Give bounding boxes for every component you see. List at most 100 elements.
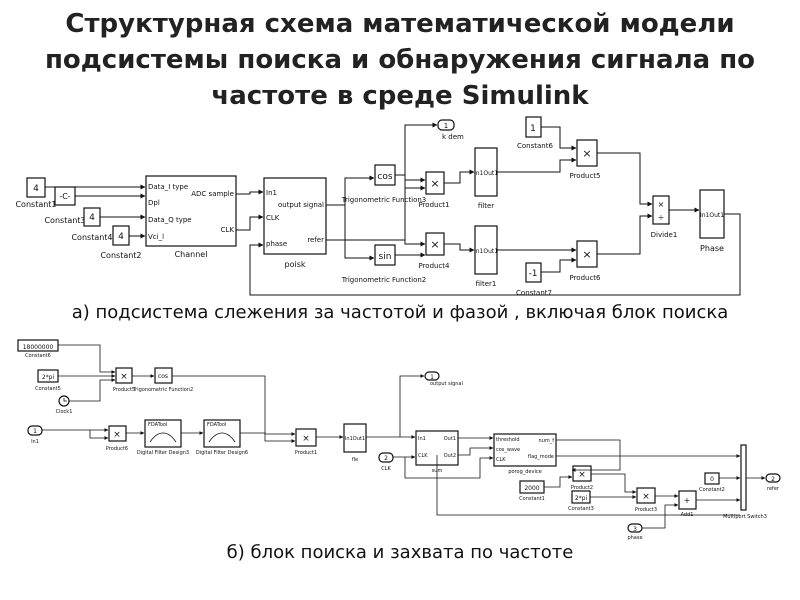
b-constant2-value: 0	[710, 476, 714, 483]
b-outsig-outport[interactable]: 1 output signal	[424, 371, 463, 387]
a-constant3-label: Constant3	[44, 216, 85, 225]
a-filter1[interactable]: In1Out1 filter1	[474, 225, 498, 288]
a-filter1-label: filter1	[476, 280, 497, 288]
b-clk-label: CLK	[381, 466, 391, 472]
a-channel-port: CLK	[221, 226, 235, 234]
b-add1[interactable]: + Add1	[678, 490, 697, 518]
a-product6-sign: ×	[582, 248, 591, 261]
b-constant1-value: 2000	[524, 485, 539, 492]
a-constant7-label: Constant7	[516, 289, 552, 297]
a-channel-block[interactable]: Data_I type Dpl Data_Q type Vci_l ADC sa…	[145, 175, 237, 259]
a-constant2[interactable]: 4 Constant2	[100, 225, 142, 260]
b-constant1[interactable]: 2000 Constant1	[519, 480, 545, 502]
b-porog-port: cos_wave	[496, 447, 520, 453]
a-poisk-port: refer	[307, 236, 324, 244]
b-constant3[interactable]: 2*pi Constant3	[568, 490, 594, 512]
b-sum-port: In1	[418, 436, 426, 442]
b-trig2-text: cos	[158, 373, 168, 380]
b-phase-label: phase	[627, 535, 642, 541]
b-constant2[interactable]: 0 Constant2	[699, 472, 725, 493]
b-fle[interactable]: In1Out1 fle	[343, 423, 367, 463]
b-product3-sign: ×	[642, 492, 650, 502]
b-porog-port: threshold	[496, 437, 520, 443]
b-fle-text: In1Out1	[345, 436, 365, 442]
b-constant6-label: Constant6	[25, 353, 51, 359]
b-product1-sign: ×	[302, 434, 310, 444]
b-multiport-switch[interactable]: Multiport Switch3	[723, 444, 767, 520]
a-constant4-label: Constant4	[71, 233, 112, 242]
b-product3-label: Product3	[635, 507, 657, 513]
a-trig-cos[interactable]: cos Trigonometric Function3	[341, 164, 427, 204]
b-dfd6-text: FDATool	[207, 422, 226, 428]
b-in1-num: 1	[33, 428, 37, 435]
b-outsig-num: 1	[430, 374, 434, 381]
b-clock1[interactable]: Clock1	[56, 395, 73, 415]
b-trig2[interactable]: cos Trigonometric Function2	[132, 367, 193, 393]
caption-a: а) подсистема слежения за частотой и фаз…	[71, 302, 729, 323]
a-filter[interactable]: In1Out1 filter	[474, 147, 498, 210]
a-constant6[interactable]: 1 Constant6	[517, 116, 553, 150]
a-product4[interactable]: × Product4	[418, 232, 450, 270]
a-poisk-port: In1	[266, 189, 277, 197]
b-sum-port: Out2	[444, 453, 456, 459]
a-channel-port: ADC sample	[191, 190, 234, 198]
caption-b: б) блок поиска и захвата по частоте	[226, 542, 574, 563]
a-constant1-value: 4	[33, 184, 39, 194]
b-constant5-label: Constant5	[35, 386, 61, 392]
a-divide1[interactable]: × ÷ Divide1	[651, 195, 678, 239]
b-clk-inport[interactable]: 2 CLK	[378, 452, 394, 472]
a-constant7[interactable]: -1 Constant7	[516, 262, 552, 297]
b-constant6[interactable]: 18000000 Constant6	[17, 339, 59, 359]
a-poisk-port: output signal	[278, 201, 324, 209]
b-product5[interactable]: × Product5	[113, 367, 135, 393]
a-phase-text: In1Out1	[700, 212, 724, 219]
a-kdem-label: k dem	[442, 133, 464, 141]
b-product6-label: Product6	[106, 446, 128, 452]
b-in1-label: In1	[31, 439, 39, 445]
b-product1[interactable]: × Product1	[295, 428, 317, 456]
b-product2-label: Product2	[571, 485, 593, 491]
a-filter-label: filter	[478, 202, 494, 210]
b-phase-inport[interactable]: 3 phase	[627, 523, 643, 541]
a-product6[interactable]: × Product6	[569, 240, 601, 282]
b-clk-num: 2	[384, 455, 388, 462]
a-product4-sign: ×	[430, 238, 439, 251]
a-trig-sin[interactable]: sin Trigonometric Function2	[341, 244, 427, 284]
b-constant5[interactable]: 2*pi Constant5	[35, 369, 61, 392]
b-constant3-label: Constant3	[568, 506, 594, 512]
b-porog-port: CLK	[496, 457, 506, 463]
a-constant1[interactable]: 4 Constant1	[15, 177, 57, 209]
a-constant6-value: 1	[530, 124, 536, 134]
a-trig-sin-label: Trigonometric Function2	[341, 276, 427, 284]
b-product5-label: Product5	[113, 387, 135, 393]
b-refer-num: 2	[771, 476, 775, 483]
a-product1[interactable]: × Product1	[418, 171, 450, 209]
b-product2-sign: ×	[578, 470, 586, 480]
b-dfd3[interactable]: FDATool Digital Filter Design3	[137, 419, 189, 456]
b-constant3-value: 2*pi	[575, 495, 588, 502]
b-clock1-label: Clock1	[56, 409, 73, 415]
b-refer-label: refer	[767, 486, 780, 492]
a-divide1-div: ÷	[658, 213, 665, 222]
a-kdem-outport[interactable]: 1 k dem	[437, 119, 464, 141]
b-product3[interactable]: × Product3	[635, 487, 657, 513]
b-dfd6[interactable]: FDATool Digital Filter Design6	[196, 419, 248, 456]
b-outsig-label: output signal	[430, 381, 463, 387]
b-product6[interactable]: × Product6	[106, 425, 128, 452]
a-divide1-mult: ×	[658, 200, 665, 209]
a-constant4[interactable]: 4 Constant4	[71, 207, 113, 242]
a-constant2-label: Constant2	[100, 251, 141, 260]
a-constant6-label: Constant6	[517, 142, 553, 150]
diagram-a: 4 Constant1 -C- Constant3 4 Constant4 4 …	[15, 116, 741, 297]
b-dfd3-label: Digital Filter Design3	[137, 450, 189, 456]
a-poisk-block[interactable]: In1 CLK phase output signal refer poisk	[263, 177, 327, 269]
b-porog-block[interactable]: threshold cos_wave CLK num_f flag_mode p…	[493, 433, 557, 475]
a-filter1-text: In1Out1	[474, 248, 498, 255]
b-product1-label: Product1	[295, 450, 317, 456]
a-phase-block[interactable]: In1Out1 Phase	[699, 189, 725, 253]
b-in1-inport[interactable]: 1 In1	[27, 425, 43, 445]
a-poisk-label: poisk	[285, 260, 306, 269]
a-product1-sign: ×	[430, 177, 439, 190]
b-constant2-label: Constant2	[699, 487, 725, 493]
b-refer-outport[interactable]: 2 refer	[765, 473, 781, 492]
